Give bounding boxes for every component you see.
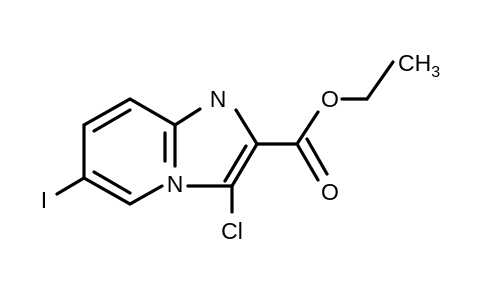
bond-c2-c3	[230, 142, 259, 188]
atom-labels: N N O O Cl I CH3	[41, 50, 440, 244]
atom-ch3: CH3	[398, 50, 440, 81]
bond-c7-c8-inner	[92, 108, 132, 133]
bond-ch2-ch3	[365, 60, 395, 101]
bond-c-o-double-b	[305, 137, 329, 176]
bond-c-o-double-a	[295, 142, 320, 182]
bond-c7-c8	[82, 97, 132, 127]
atom-o-carbonyl: O	[321, 179, 339, 205]
atom-i: I	[41, 187, 47, 213]
atom-n4: N	[167, 171, 184, 197]
bond-c5-c6	[82, 176, 132, 206]
bond-c5-c6-inner	[92, 170, 132, 195]
bond-c8-c8a	[128, 97, 177, 127]
bond-c8a-n1	[173, 107, 202, 127]
bond-c-o-single	[295, 110, 320, 146]
atom-ch3-main: CH	[398, 50, 431, 76]
bonds	[55, 60, 395, 214]
bond-n1-c2	[234, 108, 259, 146]
bond-n4-c5	[128, 184, 164, 206]
atom-ch3-subscript: 3	[431, 64, 440, 81]
bond-c2-c3-inner	[223, 144, 248, 183]
atom-n1: N	[210, 86, 227, 112]
atom-cl: Cl	[221, 218, 243, 244]
atom-o-ether: O	[321, 86, 339, 112]
bond-c6-i	[55, 176, 86, 196]
